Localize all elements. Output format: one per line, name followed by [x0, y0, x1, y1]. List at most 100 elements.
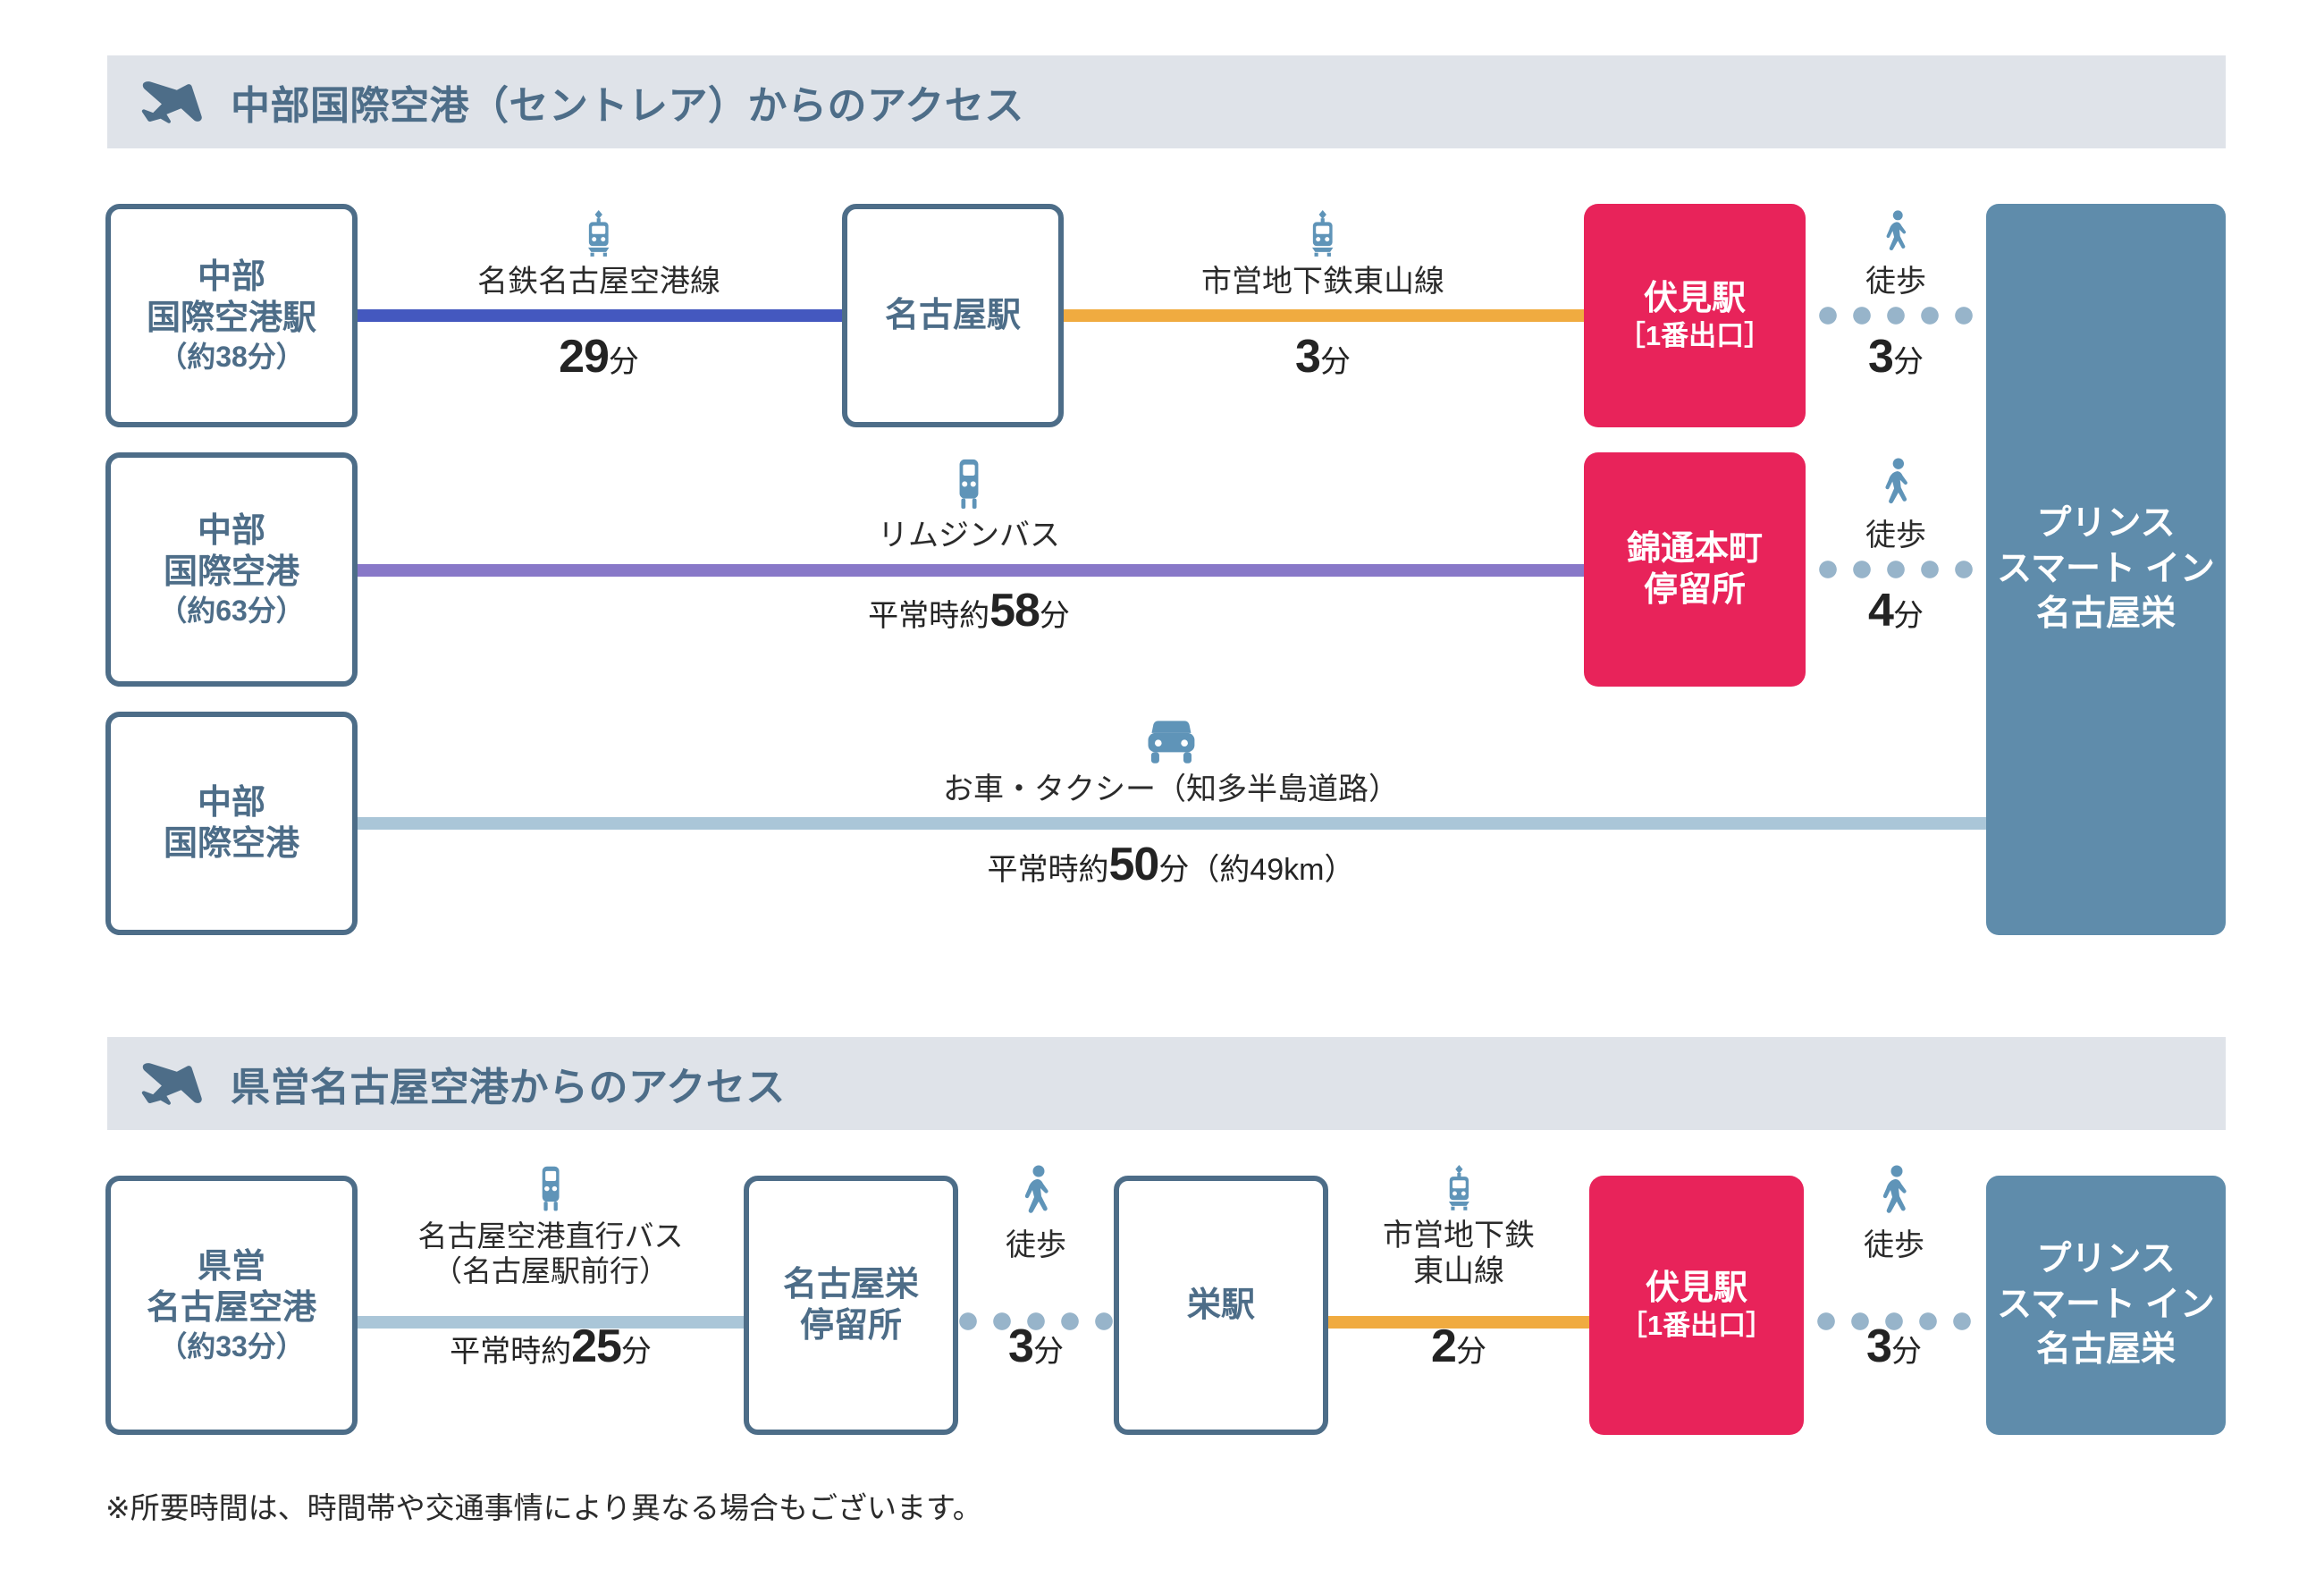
leg-walk-1: 徒歩 3分: [1804, 204, 1988, 427]
leg-label-group: 名古屋空港直行バス （名古屋駅前行）: [354, 1165, 747, 1305]
origin-line-2: 名古屋空港: [146, 1289, 316, 1328]
station-box-fushimi-1: 伏見駅 ［1番出口］: [1584, 204, 1806, 427]
leg-duration-group: 3分: [1060, 316, 1586, 421]
destination-box-centrair: プリンス スマート イン 名古屋栄: [1986, 204, 2226, 935]
duration-unit: 分: [620, 1335, 652, 1369]
leg-rail: [354, 817, 1988, 830]
origin-line-2: 国際空港駅: [146, 299, 316, 338]
origin-box-komaki: 県営 名古屋空港 （約33分）: [105, 1176, 358, 1435]
destination-line-1: プリンス: [2036, 1239, 2176, 1278]
leg-duration: 平常時約58分: [868, 584, 1070, 637]
leg-label: 徒歩: [1864, 1228, 1924, 1262]
leg-meitetsu-airport-line: 名鉄名古屋空港線 29分: [354, 204, 844, 427]
leg-label-line-2: （名古屋駅前行）: [433, 1254, 669, 1288]
duration-number: 3: [1868, 331, 1894, 383]
leg-duration-group: 平常時約25分: [354, 1305, 747, 1424]
leg-rail: [354, 564, 1584, 577]
train-icon: [1448, 1165, 1469, 1210]
origin-total-time: （約38分）: [158, 340, 305, 373]
leg-duration: 29分: [559, 330, 639, 384]
duration-number: 3: [1008, 1320, 1034, 1372]
bus-icon: [542, 1166, 560, 1211]
duration-prefix: 平常時約: [450, 1335, 572, 1369]
footnote: ※所要時間は、時間帯や交通事情により異なる場合もございます。: [105, 1491, 982, 1524]
walk-icon: [1886, 210, 1907, 251]
leg-komaki-direct-bus: 名古屋空港直行バス （名古屋駅前行） 平常時約25分: [354, 1166, 747, 1435]
leg-duration-group: 平常時約50分（約49km）: [354, 823, 1988, 929]
station-exit: ［1番出口］: [1617, 320, 1772, 352]
section-title: 県営名古屋空港からのアクセス: [231, 1066, 786, 1109]
section-title: 中部国際空港（セントレア）からのアクセス: [231, 84, 1024, 128]
leg-label-group: 徒歩: [1800, 1165, 1988, 1305]
stop-line-2: 停留所: [1643, 571, 1746, 609]
leg-label-line-1: 名古屋空港直行バス: [417, 1219, 684, 1253]
leg-duration: 2分: [1431, 1320, 1486, 1373]
leg-label-group: 名鉄名古屋空港線: [354, 210, 844, 316]
duration-number: 4: [1868, 585, 1894, 637]
leg-rail: [354, 309, 844, 322]
stop-box-nagoya-sakae: 名古屋栄 停留所: [744, 1176, 958, 1435]
leg-duration: 3分: [1295, 330, 1351, 384]
origin-line-1: 中部: [197, 512, 265, 551]
leg-rail-dotted: [1804, 307, 1988, 325]
stop-line-2: 停留所: [799, 1307, 902, 1345]
stop-box-nishikidori-honmachi: 錦通本町 停留所: [1584, 452, 1806, 687]
destination-line-3: 名古屋栄: [2035, 595, 2176, 634]
destination-line-3: 名古屋栄: [2035, 1330, 2176, 1370]
leg-label-group: 徒歩: [1804, 210, 1988, 316]
origin-line-1: 中部: [197, 258, 265, 297]
leg-label: 徒歩: [1006, 1228, 1066, 1262]
leg-rail-dotted: [1804, 561, 1988, 578]
walk-icon: [1882, 1165, 1907, 1213]
origin-box-centrair-car: 中部 国際空港: [105, 712, 358, 935]
leg-label: 徒歩: [1865, 264, 1926, 299]
duration-unit: 分（約49km）: [1158, 853, 1355, 887]
duration-prefix: 平常時約: [868, 599, 990, 633]
leg-duration-group: 3分: [1800, 1305, 1988, 1424]
leg-duration-group: 2分: [1325, 1305, 1593, 1424]
leg-duration: 平常時約25分: [450, 1320, 652, 1373]
section-header-centrair: 中部国際空港（セントレア）からのアクセス: [107, 55, 2226, 148]
train-icon: [1312, 210, 1334, 257]
origin-total-time: （約63分）: [158, 594, 305, 627]
origin-line-2: 国際空港: [163, 553, 299, 592]
leg-rail: [1060, 309, 1586, 322]
leg-label-line-2: 東山線: [1413, 1253, 1504, 1288]
duration-number: 58: [989, 585, 1040, 637]
station-name: 伏見駅: [1643, 279, 1746, 317]
duration-unit: 分: [1892, 345, 1924, 379]
airplane-icon: [141, 1063, 202, 1105]
duration-number: 3: [1295, 331, 1321, 383]
leg-rail: [354, 1316, 747, 1329]
leg-label-group: 市営地下鉄 東山線: [1325, 1165, 1593, 1305]
destination-line-2: スマート イン: [1997, 1285, 2215, 1324]
leg-duration: 3分: [1866, 1320, 1922, 1373]
leg-label-group: 市営地下鉄東山線: [1060, 210, 1586, 316]
leg-label-group: 徒歩: [1804, 458, 1988, 569]
airplane-icon: [141, 81, 202, 123]
train-icon: [588, 210, 610, 257]
leg-rail-dotted: [1800, 1312, 1988, 1330]
duration-unit: 分: [1455, 1335, 1486, 1369]
duration-number: 3: [1866, 1320, 1892, 1372]
leg-limousine-bus: リムジンバス 平常時約58分: [354, 452, 1584, 687]
leg-duration: 3分: [1868, 330, 1924, 384]
leg-rail: [1325, 1316, 1593, 1329]
leg-subway-higashiyama-2: 市営地下鉄 東山線 2分: [1325, 1165, 1593, 1435]
leg-walk-3: 徒歩 3分: [955, 1165, 1117, 1435]
destination-box-komaki: プリンス スマート イン 名古屋栄: [1986, 1176, 2226, 1435]
leg-duration-group: 平常時約58分: [354, 569, 1584, 681]
origin-line-1: 中部: [197, 783, 265, 822]
leg-duration-group: 4分: [1804, 569, 1988, 681]
leg-label-line-1: 市営地下鉄: [1383, 1218, 1535, 1253]
bus-icon: [959, 459, 979, 509]
leg-rail-dotted: [955, 1312, 1117, 1330]
leg-duration-group: 29分: [354, 316, 844, 421]
origin-box-centrair-station: 中部 国際空港駅 （約38分）: [105, 204, 358, 427]
duration-unit: 分: [1032, 1335, 1064, 1369]
duration-number: 50: [1108, 839, 1160, 890]
duration-unit: 分: [1890, 1335, 1922, 1369]
station-label: 栄駅: [1186, 1286, 1255, 1324]
station-box-nagoya: 名古屋駅: [842, 204, 1064, 427]
